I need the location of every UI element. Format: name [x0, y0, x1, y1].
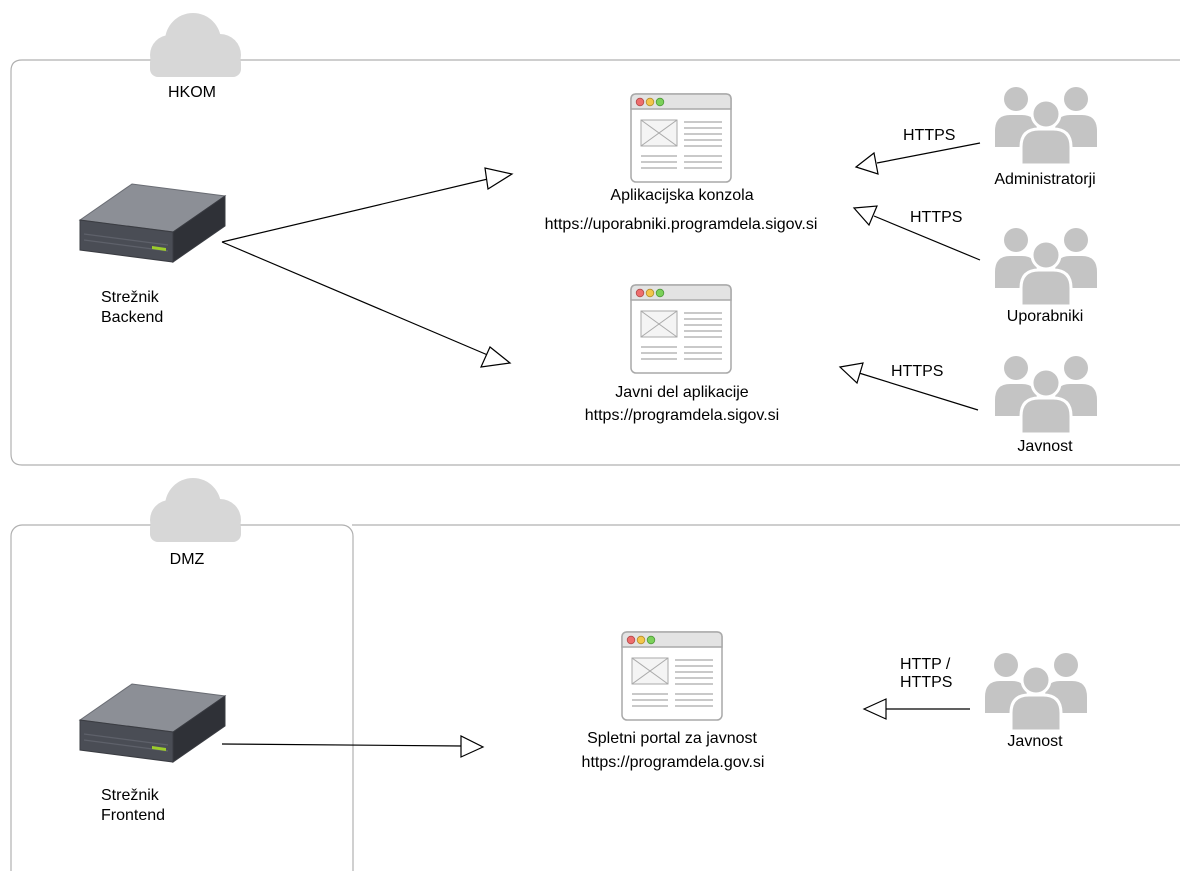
console-browser-icon [630, 93, 732, 183]
users-label: Uporabniki [1006, 308, 1084, 325]
console-app-title: Aplikacijska konzola [610, 187, 754, 204]
frontend-to-portal-arrow [221, 735, 485, 758]
hkom-cloud-icon [150, 13, 241, 77]
public-to-public-app-arrow [838, 362, 979, 411]
public-protocol-label: HTTPS [891, 363, 944, 380]
administrators-label: Administratorji [994, 171, 1096, 188]
backend-server-label: Strežnik Backend [101, 289, 164, 326]
dmz-public-protocol-label: HTTP / HTTPS [900, 656, 953, 691]
frontend-server-label: Strežnik Frontend [101, 787, 166, 824]
console-app-url: https://uporabniki.programdela.sigov.si [544, 216, 818, 233]
public-label: Javnost [1017, 438, 1073, 455]
portal-browser-icon [621, 631, 723, 721]
dmz-public-to-portal-arrow [862, 698, 970, 720]
admins-to-console-arrow [854, 142, 981, 175]
backend-to-console-arrow [221, 167, 514, 243]
admins-protocol-label: HTTPS [903, 127, 956, 144]
portal-app-url: https://programdela.gov.si [581, 754, 765, 771]
hkom-zone-label: HKOM [168, 84, 216, 101]
public-app-url: https://programdela.sigov.si [584, 407, 780, 424]
public-app-title: Javni del aplikacije [615, 384, 749, 401]
dmz-public-users-icon [983, 651, 1089, 733]
backend-to-public-arrow [221, 241, 512, 368]
dmz-zone-label: DMZ [169, 551, 205, 568]
dmz-public-label: Javnost [1007, 733, 1063, 750]
portal-app-title: Spletni portal za javnost [587, 730, 757, 747]
public-browser-icon [630, 284, 732, 374]
users-protocol-label: HTTPS [910, 209, 963, 226]
users-to-console-arrow [852, 205, 981, 261]
dmz-cloud-icon [150, 478, 241, 542]
